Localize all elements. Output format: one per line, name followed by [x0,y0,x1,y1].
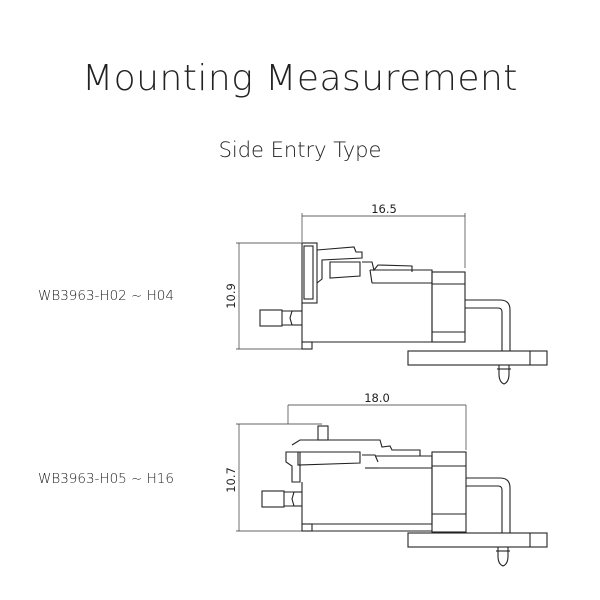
connector-body-2 [261,425,548,567]
width-dimension-1: 16.5 [301,202,466,268]
height-dimension-label-2: 10.7 [224,467,238,493]
model-label-1: WB3963-H02 ~ H04 [38,288,174,304]
width-dimension-2: 18.0 [287,391,467,450]
height-dimension-1: 10.9 [224,242,305,350]
width-dimension-label-2: 18.0 [364,391,390,405]
connector-body-1 [259,242,548,385]
height-dimension-2: 10.7 [224,423,322,532]
width-dimension-label-1: 16.5 [371,202,397,216]
height-dimension-label-1: 10.9 [224,283,238,309]
connector-drawing-1: 16.5 10.9 [224,202,548,385]
page-subtitle: Side Entry Type [218,138,382,162]
connector-drawing-2: 18.0 10.7 [224,391,548,567]
page-title: Mounting Measurement [82,58,518,99]
model-label-2: WB3963-H05 ~ H16 [38,471,174,487]
